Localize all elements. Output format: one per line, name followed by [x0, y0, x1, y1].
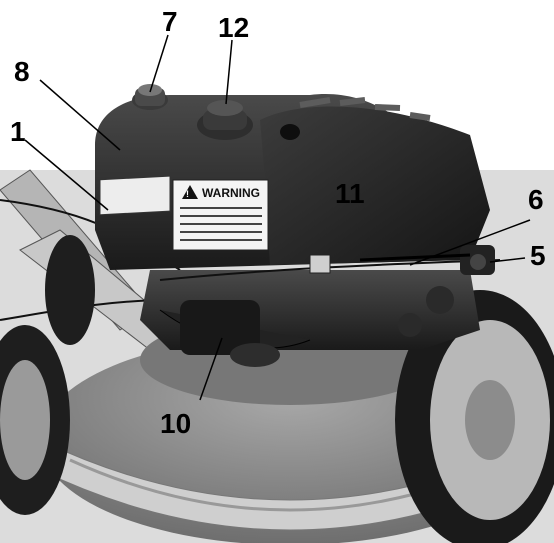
- callout-5: 5: [530, 240, 546, 271]
- fuel-cap-handle: [132, 84, 168, 110]
- callout-7: 7: [162, 6, 178, 37]
- callout-12: 12: [218, 12, 250, 43]
- engine-cover-shroud: [260, 106, 490, 265]
- callout-leader-lines: [24, 34, 531, 401]
- warning-label: ! WARNING: [99, 175, 269, 251]
- callout-11: 11: [335, 178, 365, 209]
- callout-6: 6: [528, 184, 544, 215]
- svg-text:!: !: [186, 189, 189, 199]
- engine-housing-lower: [180, 300, 260, 355]
- oil-fill-cap: [197, 100, 253, 140]
- callout-1: 1: [10, 116, 26, 147]
- warning-label-title: WARNING: [202, 186, 260, 200]
- warning-triangle-icon: [182, 185, 198, 199]
- throttle-control-bracket: [309, 245, 495, 275]
- left-wheel: [0, 235, 95, 515]
- callout-10: 10: [160, 408, 192, 439]
- right-wheel: [395, 290, 554, 543]
- callout-8: 8: [14, 56, 30, 87]
